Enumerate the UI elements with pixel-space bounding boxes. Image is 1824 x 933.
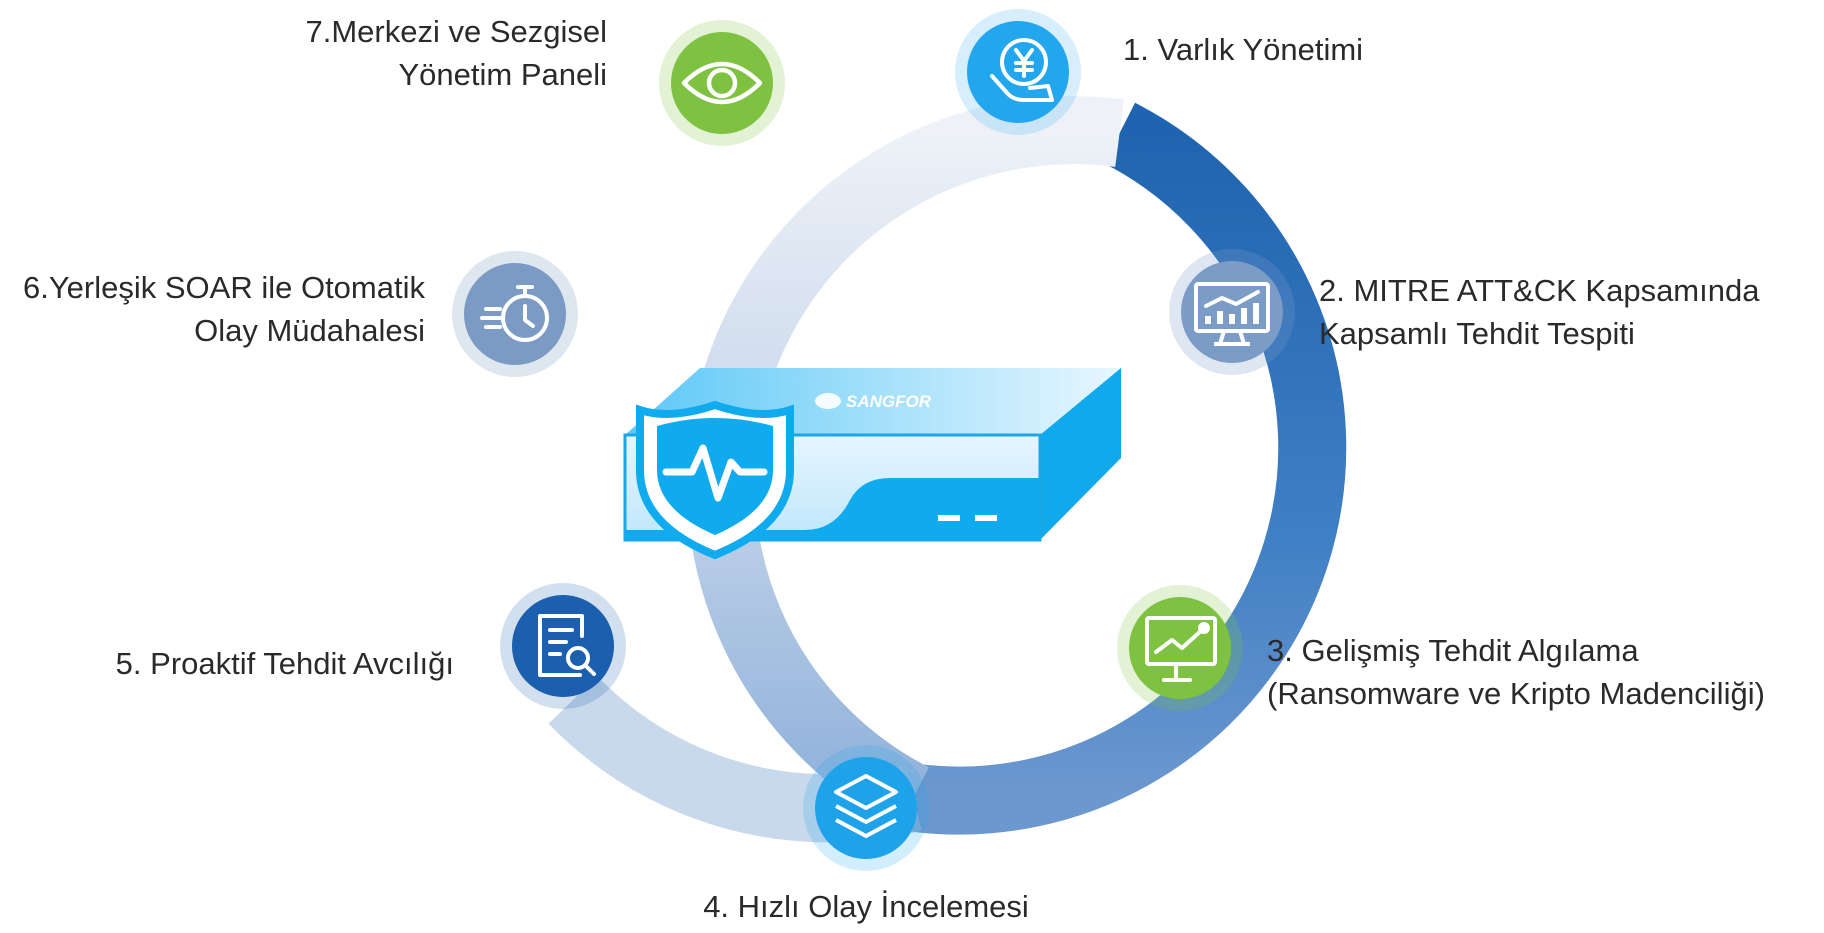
ring-right-arc bbox=[909, 102, 1347, 835]
monitor-line-chart-icon bbox=[1145, 616, 1217, 682]
step-3-label-line-1: 3. Gelişmiş Tehdit Algılama bbox=[1267, 633, 1639, 668]
step-1-label: 1. Varlık Yönetimi bbox=[1123, 28, 1363, 71]
step-7-label: 7.Merkezi ve Sezgisel Yönetim Paneli bbox=[200, 10, 607, 96]
layers-icon bbox=[834, 774, 898, 838]
step-1-node bbox=[955, 9, 1081, 135]
step-2-label-line-1: 2. MITRE ATT&CK Kapsamında bbox=[1319, 273, 1760, 308]
step-6-label: 6.Yerleşik SOAR ile Otomatik Olay Müdaha… bbox=[0, 266, 425, 352]
step-4-label-line-1: 4. Hızlı Olay İncelemesi bbox=[703, 889, 1029, 924]
step-7-label-line-1: 7.Merkezi ve Sezgisel bbox=[305, 14, 607, 49]
eye-icon bbox=[681, 61, 763, 105]
sangfor-appliance: SANGFOR bbox=[623, 368, 1121, 560]
hand-yen-coin-icon bbox=[990, 38, 1054, 102]
step-6-node bbox=[452, 251, 578, 377]
appliance-led-2 bbox=[975, 515, 997, 521]
step-7-label-line-2: Yönetim Paneli bbox=[398, 57, 607, 92]
step-2-label: 2. MITRE ATT&CK Kapsamında Kapsamlı Tehd… bbox=[1319, 269, 1759, 355]
monitor-bar-chart-icon bbox=[1194, 282, 1270, 346]
step-2-node bbox=[1169, 249, 1295, 375]
appliance-front-band bbox=[625, 478, 1040, 540]
shield-heartbeat-icon bbox=[636, 400, 794, 560]
step-4-node bbox=[803, 745, 929, 871]
appliance-led-1 bbox=[938, 515, 960, 521]
step-3-node bbox=[1117, 585, 1243, 711]
step-3-label-line-2: (Ransomware ve Kripto Madenciliği) bbox=[1267, 676, 1765, 711]
brand-text: SANGFOR bbox=[846, 392, 932, 411]
step-1-label-line-1: 1. Varlık Yönetimi bbox=[1123, 32, 1364, 67]
step-3-label: 3. Gelişmiş Tehdit Algılama (Ransomware … bbox=[1267, 629, 1765, 715]
step-2-label-line-2: Kapsamlı Tehdit Tespiti bbox=[1319, 316, 1635, 351]
step-4-label: 4. Hızlı Olay İncelemesi bbox=[656, 885, 1076, 928]
step-5-node bbox=[500, 583, 626, 709]
step-6-label-line-1: 6.Yerleşik SOAR ile Otomatik bbox=[22, 270, 425, 305]
document-search-icon bbox=[538, 614, 596, 677]
step-7-node bbox=[659, 20, 785, 146]
fast-stopwatch-icon bbox=[480, 285, 549, 342]
appliance-side bbox=[1040, 368, 1121, 540]
step-5-label: 5. Proaktif Tehdit Avcılığı bbox=[40, 642, 454, 685]
step-5-label-line-1: 5. Proaktif Tehdit Avcılığı bbox=[115, 646, 454, 681]
sangfor-logo: SANGFOR bbox=[815, 392, 932, 411]
step-6-label-line-2: Olay Müdahalesi bbox=[194, 313, 425, 348]
